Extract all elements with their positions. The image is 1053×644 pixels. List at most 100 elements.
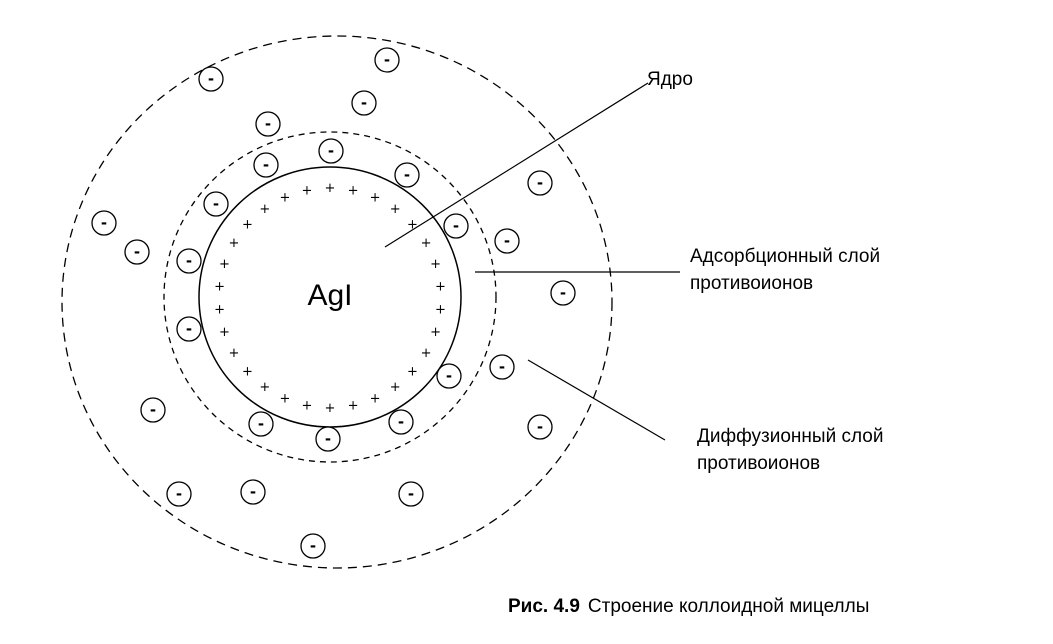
negative-ion: - — [124, 239, 150, 265]
adsorption-layer-label-line1: Адсорбционный слой — [690, 246, 881, 267]
positive-ion: + — [259, 380, 270, 395]
svg-text:-: - — [101, 214, 107, 232]
negative-ion: - — [318, 138, 344, 164]
negative-ion: - — [374, 47, 400, 73]
svg-text:-: - — [265, 115, 271, 133]
svg-text:-: - — [453, 217, 459, 235]
positive-ion: + — [228, 236, 239, 251]
svg-text:-: - — [499, 358, 505, 376]
negative-ion: - — [398, 481, 424, 507]
positive-ion: + — [214, 280, 225, 295]
positive-ion: + — [421, 346, 432, 361]
svg-text:-: - — [208, 70, 214, 88]
positive-ion: + — [279, 191, 290, 206]
positive-ion: + — [259, 202, 270, 217]
positive-ion: + — [214, 303, 225, 318]
negative-ion: - — [494, 228, 520, 254]
negative-ion: - — [527, 170, 553, 196]
negative-ion: - — [240, 479, 266, 505]
svg-text:-: - — [504, 232, 510, 250]
positive-ion: + — [242, 365, 253, 380]
diffuse-layer-label-line1: Диффузионный слой — [697, 426, 884, 447]
svg-text:-: - — [398, 413, 404, 431]
svg-text:-: - — [560, 284, 566, 302]
positive-ion: + — [430, 325, 441, 340]
svg-text:-: - — [537, 418, 543, 436]
positive-ion: + — [325, 181, 336, 196]
svg-text:-: - — [404, 166, 410, 184]
counter-ions: - - - - - - - - - - - - - - - - - - - - - - - - - - - — [91, 47, 576, 559]
caption-number: Рис. 4.9 — [508, 596, 580, 617]
positive-ion: + — [228, 346, 239, 361]
svg-text:-: - — [258, 415, 264, 433]
negative-ion: - — [176, 316, 202, 342]
diffuse-leader-line — [527, 359, 666, 441]
positive-ion: + — [370, 392, 381, 407]
nucleus-label: Ядро — [647, 69, 693, 90]
svg-text:-: - — [446, 367, 452, 385]
svg-text:-: - — [408, 485, 414, 503]
positive-ion: + — [242, 217, 253, 232]
negative-ion: - — [253, 152, 279, 178]
negative-ion: - — [394, 162, 420, 188]
negative-ion: - — [300, 533, 326, 559]
negative-ion: - — [351, 90, 377, 116]
svg-text:-: - — [213, 195, 219, 213]
positive-ion: + — [407, 217, 418, 232]
potential-determining-ions: ++++++++++++++++++++++++++++++ — [214, 181, 446, 416]
negative-ion: - — [91, 210, 117, 236]
positive-ion: + — [301, 399, 312, 414]
positive-ion: + — [348, 399, 359, 414]
positive-ion: + — [301, 183, 312, 198]
negative-ion: - — [248, 411, 274, 437]
svg-text:-: - — [263, 156, 269, 174]
positive-ion: + — [348, 183, 359, 198]
negative-ion: - — [255, 111, 281, 137]
negative-ion: - — [166, 481, 192, 507]
svg-text:-: - — [134, 243, 140, 261]
adsorption-layer-label-line2: противоионов — [690, 273, 814, 294]
positive-ion: + — [370, 191, 381, 206]
negative-ion: - — [203, 191, 229, 217]
svg-text:-: - — [250, 483, 256, 501]
negative-ion: - — [140, 397, 166, 423]
negative-ion: - — [176, 248, 202, 274]
positive-ion: + — [430, 257, 441, 272]
nucleus-leader-line — [384, 82, 649, 248]
adsorption-layer-boundary — [163, 131, 497, 463]
negative-ion: - — [315, 426, 341, 452]
svg-text:-: - — [361, 94, 367, 112]
positive-ion: + — [219, 257, 230, 272]
positive-ion: + — [325, 401, 336, 416]
svg-text:-: - — [176, 485, 182, 503]
negative-ion: - — [388, 409, 414, 435]
positive-ion: + — [407, 365, 418, 380]
negative-ion: - — [550, 280, 576, 306]
positive-ion: + — [435, 280, 446, 295]
positive-ion: + — [390, 380, 401, 395]
negative-ion: - — [527, 414, 553, 440]
svg-text:-: - — [537, 174, 543, 192]
negative-ion: - — [198, 66, 224, 92]
svg-text:-: - — [186, 252, 192, 270]
figure-caption: Рис. 4.9 Строение коллоидной мицеллы — [508, 596, 869, 618]
positive-ion: + — [421, 236, 432, 251]
positive-ion: + — [279, 392, 290, 407]
positive-ion: + — [390, 202, 401, 217]
svg-text:-: - — [328, 142, 334, 160]
svg-text:-: - — [310, 537, 316, 555]
negative-ion: - — [436, 363, 462, 389]
negative-ion: - — [489, 354, 515, 380]
svg-text:-: - — [384, 51, 390, 69]
positive-ion: + — [435, 303, 446, 318]
svg-text:-: - — [150, 401, 156, 419]
caption-title: Строение коллоидной мицеллы — [587, 596, 870, 617]
svg-text:-: - — [325, 430, 331, 448]
positive-ion: + — [219, 325, 230, 340]
diffuse-layer-boundary — [61, 35, 613, 569]
negative-ion: - — [443, 213, 469, 239]
svg-text:-: - — [186, 320, 192, 338]
core-formula: AgI — [307, 279, 352, 312]
